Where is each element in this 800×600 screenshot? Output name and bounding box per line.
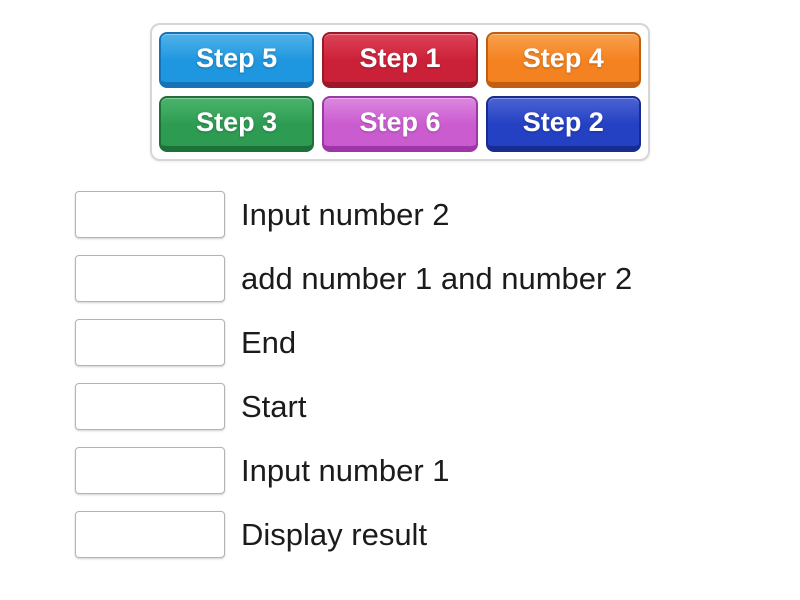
answer-dropzone[interactable] — [75, 191, 225, 238]
match-row-label: Input number 1 — [241, 452, 450, 488]
step-chip[interactable]: Step 6 — [322, 96, 478, 152]
step-chip[interactable]: Step 3 — [159, 96, 315, 152]
answer-dropzone[interactable] — [75, 255, 225, 302]
step-chip[interactable]: Step 5 — [159, 32, 315, 88]
match-row-label: Input number 2 — [241, 196, 450, 232]
answer-dropzone[interactable] — [75, 447, 225, 494]
step-chip[interactable]: Step 4 — [485, 32, 641, 88]
match-row-label: Display result — [241, 516, 428, 552]
match-row-label: add number 1 and number 2 — [241, 260, 633, 296]
step-chip[interactable]: Step 2 — [485, 96, 641, 152]
match-row: End — [75, 319, 632, 366]
question-list: Input number 2 add number 1 and number 2… — [75, 191, 632, 575]
match-row: Input number 1 — [75, 447, 632, 494]
match-row-label: End — [241, 324, 297, 360]
match-row: add number 1 and number 2 — [75, 255, 632, 302]
match-row-label: Start — [241, 388, 307, 424]
answer-dropzone[interactable] — [75, 383, 225, 430]
match-row: Display result — [75, 511, 632, 558]
match-row: Input number 2 — [75, 191, 632, 238]
match-row: Start — [75, 383, 632, 430]
answer-dropzone[interactable] — [75, 511, 225, 558]
step-chip[interactable]: Step 1 — [322, 32, 478, 88]
answer-dropzone[interactable] — [75, 319, 225, 366]
